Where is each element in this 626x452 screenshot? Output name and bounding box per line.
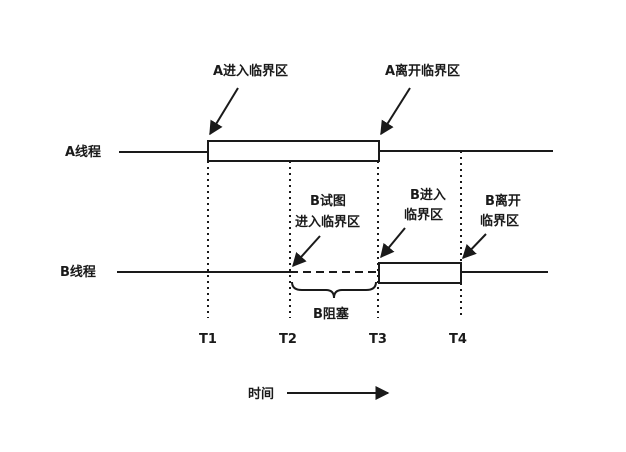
b-leave-annotation-line1: B离开: [485, 193, 521, 209]
time-axis-label: 时间: [248, 386, 274, 402]
thread-a-critical-section: [207, 140, 380, 162]
a-enter-arrow: [209, 87, 239, 136]
b-leave-arrow: [462, 233, 487, 260]
blocked-brace: [291, 281, 377, 299]
thread-a-label: A线程: [65, 144, 101, 160]
b-try-annotation-line1: B试图: [310, 193, 346, 209]
b-try-arrow: [292, 235, 321, 268]
b-leave-annotation-line2: 临界区: [480, 213, 519, 229]
tick-label-t4: T4: [449, 332, 467, 347]
a-enter-annotation: A进入临界区: [213, 63, 288, 79]
a-leave-arrow: [380, 87, 411, 136]
b-try-annotation-line2: 进入临界区: [295, 214, 360, 230]
tick-label-t2: T2: [279, 332, 297, 347]
thread-b-label: B线程: [60, 264, 96, 280]
a-leave-annotation: A离开临界区: [385, 63, 460, 79]
thread-b-critical-section: [378, 262, 462, 284]
b-blocked-annotation: B阻塞: [313, 306, 350, 322]
tick-label-t3: T3: [369, 332, 387, 347]
b-enter-annotation-line1: B进入: [410, 188, 446, 203]
b-enter-arrow: [380, 227, 406, 259]
tick-label-t1: T1: [199, 332, 217, 347]
b-enter-annotation-line2: 临界区: [404, 207, 443, 223]
